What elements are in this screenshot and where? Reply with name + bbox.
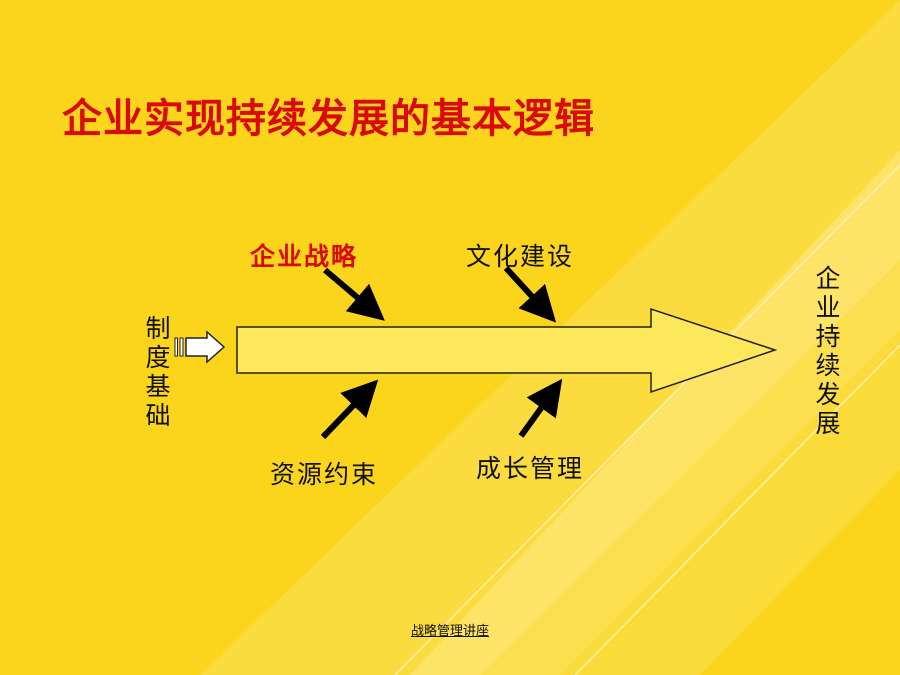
main-arrow (236, 307, 778, 394)
label-growth-management: 成长管理 (476, 454, 585, 483)
footer: 战略管理讲座 (0, 620, 900, 639)
label-culture-building: 文化建设 (466, 242, 575, 271)
label-sustainable-development: 企业持续发展 (815, 264, 841, 438)
label-enterprise-strategy: 企业战略 (250, 242, 359, 271)
arrow-growth (518, 378, 563, 438)
arrow-culture (503, 265, 557, 323)
label-institutional-basis: 制度基础 (145, 314, 171, 430)
label-resource-constraints: 资源约束 (270, 460, 379, 489)
arrow-strategy (323, 267, 385, 321)
footer-link[interactable]: 战略管理讲座 (410, 624, 489, 639)
input-arrow (174, 330, 226, 364)
slide-title: 企业实现持续发展的基本逻辑 (62, 96, 595, 142)
arrow-resources (320, 379, 379, 440)
